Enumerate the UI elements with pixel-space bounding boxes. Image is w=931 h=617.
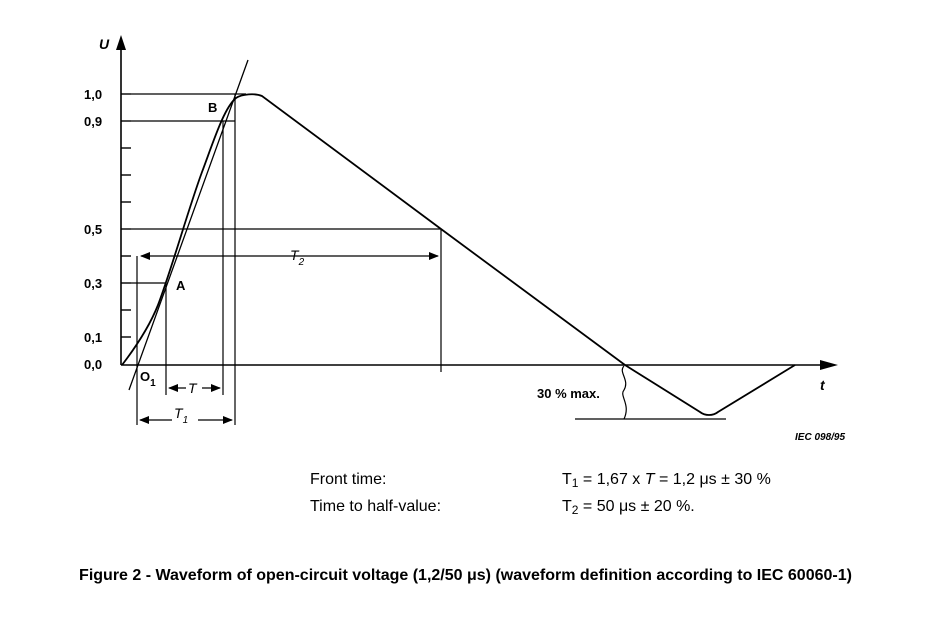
t2-label: T2 (290, 247, 305, 268)
waveform-curve (121, 93, 796, 416)
t-label: T (188, 380, 198, 396)
x-axis-label: t (820, 377, 826, 393)
point-a-label: A (176, 278, 186, 293)
y-tick-label: 0,1 (84, 330, 102, 345)
y-tick-label: 0,9 (84, 114, 102, 129)
front-tangent-line (128, 59, 249, 391)
y-ticks (121, 93, 131, 338)
undershoot-brace (621, 365, 627, 420)
definition-name: Front time: (310, 471, 387, 488)
iec-reference: IEC 098/95 (795, 432, 845, 443)
undershoot-note: 30 % max. (537, 386, 600, 401)
definition-row-half-value: Time to half-value: T2 = 50 μs ± 20 %. (310, 495, 771, 522)
y-tick-label: 0,3 (84, 276, 102, 291)
y-axis-arrow (116, 35, 126, 50)
y-tick-label: 0,0 (84, 357, 102, 372)
point-o1-label: O1 (140, 369, 156, 389)
waveform-definitions: Front time: T1 = 1,67 x T = 1,2 μs ± 30 … (310, 468, 771, 522)
waveform-diagram: 1,0 0,9 0,5 0,3 0,1 0,0 U t T2 T T1 A B … (84, 35, 845, 443)
y-axis-label: U (99, 36, 110, 52)
definition-formula: T2 = 50 μs ± 20 %. (562, 498, 695, 517)
y-tick-label: 0,5 (84, 222, 102, 237)
point-b-label: B (208, 100, 217, 115)
definition-formula: T1 = 1,67 x T = 1,2 μs ± 30 % (562, 471, 771, 490)
x-axis-arrow (820, 360, 838, 370)
definition-name: Time to half-value: (310, 498, 442, 515)
definition-row-front-time: Front time: T1 = 1,67 x T = 1,2 μs ± 30 … (310, 468, 771, 495)
t1-label: T1 (174, 405, 188, 426)
figure-caption: Figure 2 - Waveform of open-circuit volt… (79, 567, 852, 584)
y-tick-label: 1,0 (84, 87, 102, 102)
